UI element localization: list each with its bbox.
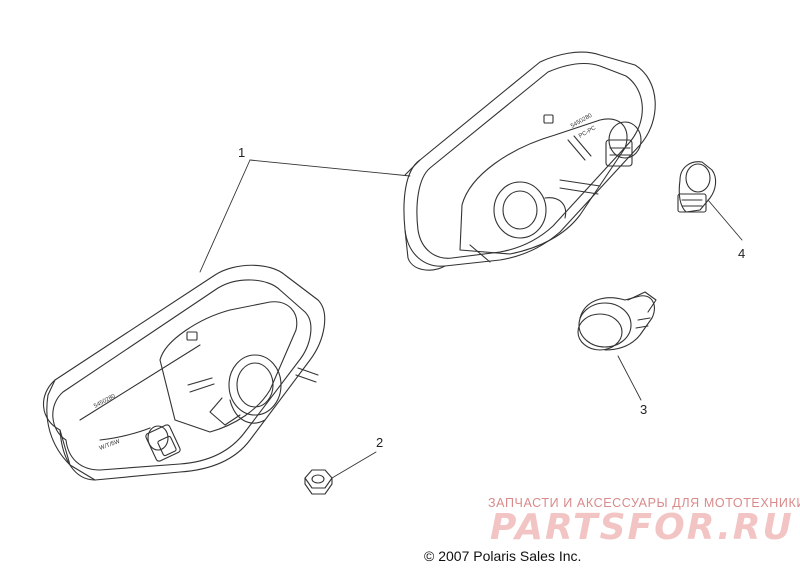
small-socket	[677, 161, 717, 213]
watermark-tagline: ЗАПЧАСТИ И АКСЕССУАРЫ ДЛЯ МОТОТЕХНИКИ	[488, 496, 800, 510]
tail-lamp-right	[403, 51, 656, 271]
callout-3: 3	[640, 402, 647, 417]
watermark-logo: PARTSFOR.RU	[490, 507, 794, 548]
bulb-socket	[577, 291, 657, 351]
callout-2: 2	[376, 435, 383, 450]
right-lamp-marking: PC-PC	[578, 125, 598, 140]
copyright-text: © 2007 Polaris Sales Inc.	[424, 548, 582, 564]
tail-lamp-left	[42, 264, 326, 481]
callout-1: 1	[238, 145, 245, 160]
hex-nut	[304, 469, 333, 495]
left-lamp-bulb: W/T/5W	[99, 439, 122, 452]
leader-lines	[199, 159, 743, 479]
left-lamp-code: 5450280	[93, 393, 117, 410]
callout-4: 4	[738, 246, 745, 261]
